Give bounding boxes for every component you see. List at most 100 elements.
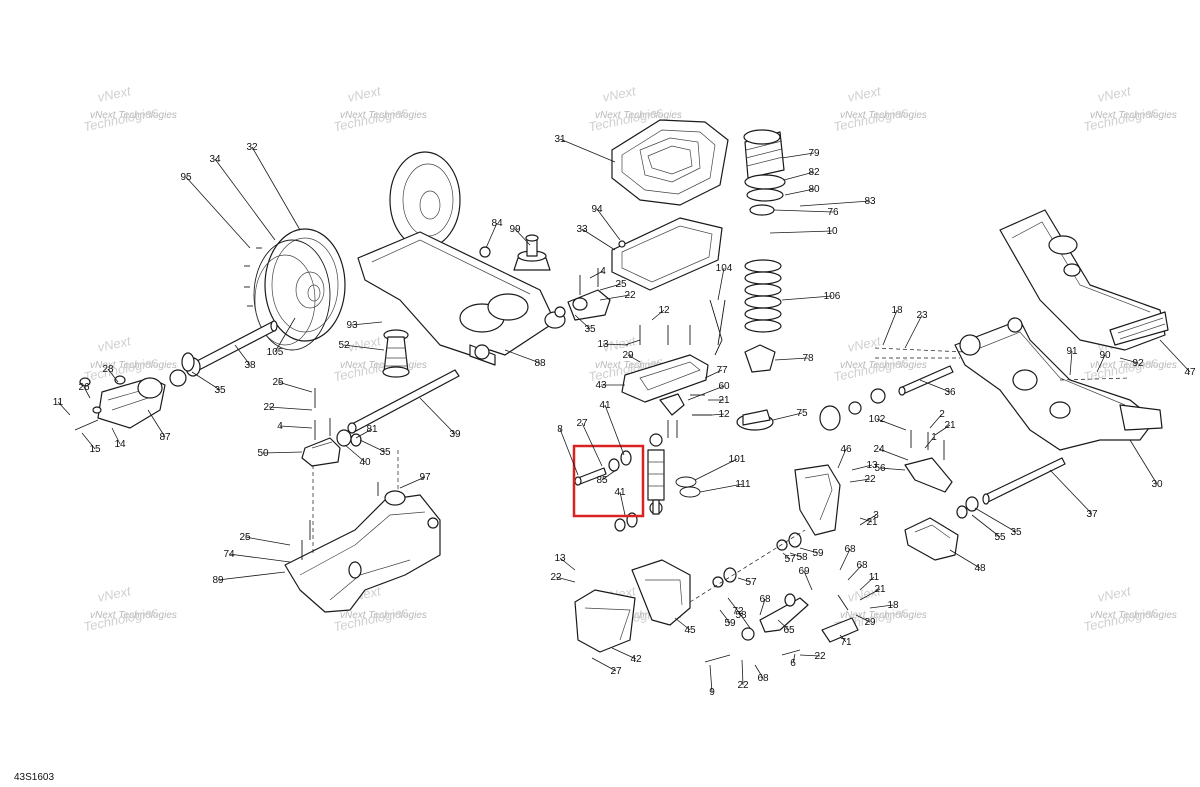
leader-line	[704, 369, 723, 379]
callout-9: 9	[709, 687, 715, 698]
svg-text:Technologies: Technologies	[332, 104, 410, 135]
leader-line	[699, 483, 744, 493]
leader-line	[781, 152, 815, 159]
shield-42	[574, 589, 636, 653]
leader-line	[869, 604, 894, 609]
bracket-60	[659, 393, 712, 438]
callout-68: 68	[757, 673, 769, 684]
diagram-reference-code: 43S1603	[14, 772, 55, 783]
frame-89	[284, 482, 441, 613]
leader-line	[217, 571, 286, 581]
callout-22: 22	[624, 290, 636, 301]
svg-text:vNext Technologies: vNext Technologies	[840, 360, 927, 371]
callout-45: 45	[684, 625, 696, 636]
callout-13: 13	[866, 460, 878, 471]
leader-line	[1069, 350, 1073, 376]
leader-line	[559, 428, 579, 476]
leader-line	[399, 476, 426, 489]
callout-18: 18	[891, 305, 903, 316]
callout-93: 93	[346, 320, 358, 331]
leader-line	[971, 514, 1001, 538]
leader-line	[611, 647, 637, 660]
leader-line	[277, 381, 313, 393]
shield-45	[631, 559, 691, 626]
leader-line	[651, 309, 665, 321]
callout-40: 40	[359, 457, 371, 468]
arm-65	[704, 593, 809, 663]
leader-line	[1049, 469, 1093, 515]
leader-line	[279, 425, 313, 429]
gasket-frame-33	[611, 217, 723, 291]
bellow-52	[382, 329, 410, 378]
leader-line	[574, 314, 591, 330]
leader-line	[859, 588, 881, 601]
svg-text:Technologies: Technologies	[832, 354, 910, 385]
wire-104	[709, 299, 726, 356]
callout-26: 26	[78, 382, 90, 393]
callout-56: 56	[874, 463, 886, 474]
leader-line	[777, 619, 790, 631]
leader-line	[799, 547, 819, 554]
callout-25: 25	[615, 279, 627, 290]
callout-69: 69	[798, 566, 810, 577]
plate-56	[904, 430, 953, 493]
callout-28: 28	[102, 364, 114, 375]
svg-text:Technologies: Technologies	[832, 104, 910, 135]
leader-line	[876, 418, 907, 431]
shaft-39	[336, 369, 460, 447]
leader-line	[772, 412, 803, 421]
callout-50: 50	[257, 448, 269, 459]
leader-line	[559, 557, 576, 571]
leader-line	[904, 314, 923, 349]
plate-43	[621, 325, 709, 403]
callout-106: 106	[824, 291, 841, 302]
callout-87: 87	[159, 432, 171, 443]
leader-line	[619, 491, 626, 516]
leader-line	[784, 188, 815, 196]
leader-line	[214, 158, 276, 241]
leader-line	[185, 176, 251, 249]
leader-line	[773, 209, 834, 213]
callout-105: 105	[267, 347, 284, 358]
leader-line	[783, 171, 815, 181]
leader-line	[799, 654, 821, 657]
shaft-37	[956, 457, 1066, 519]
svg-text:vNext Technologies: vNext Technologies	[340, 610, 427, 621]
svg-text:vNext Technologies: vNext Technologies	[340, 360, 427, 371]
leader-line	[111, 427, 121, 445]
svg-text:vNext Technologies: vNext Technologies	[340, 110, 427, 121]
rear-frame-30	[954, 317, 1163, 451]
svg-text:Technologies: Technologies	[1082, 604, 1160, 635]
callout-90: 90	[1099, 350, 1111, 361]
callout-30: 30	[1151, 479, 1163, 490]
callout-75: 75	[796, 408, 808, 419]
leader-line	[782, 552, 791, 560]
callout-15: 15	[89, 444, 101, 455]
callout-2: 2	[939, 409, 945, 420]
callout-35: 35	[214, 385, 226, 396]
callout-27: 27	[576, 418, 588, 429]
callout-74: 74	[223, 549, 235, 560]
leader-line	[919, 379, 951, 393]
drive-cover-assembly	[244, 228, 346, 351]
callout-6: 6	[790, 658, 796, 669]
leader-line	[737, 610, 751, 629]
leader-line	[351, 321, 383, 326]
callout-42: 42	[630, 654, 642, 665]
svg-text:vNext Technologies: vNext Technologies	[595, 110, 682, 121]
svg-text:Technologies: Technologies	[82, 604, 160, 635]
svg-text:Technologies: Technologies	[82, 104, 160, 135]
callout-46: 46	[840, 444, 852, 455]
clamp-101	[675, 476, 701, 498]
callout-23: 23	[916, 310, 928, 321]
leader-line	[359, 439, 386, 453]
callout-33: 33	[576, 224, 588, 235]
leader-line	[934, 424, 951, 436]
callout-48: 48	[974, 563, 986, 574]
callout-111: 111	[735, 479, 751, 490]
leader-line	[596, 208, 621, 241]
svg-text:vNext: vNext	[346, 333, 383, 355]
